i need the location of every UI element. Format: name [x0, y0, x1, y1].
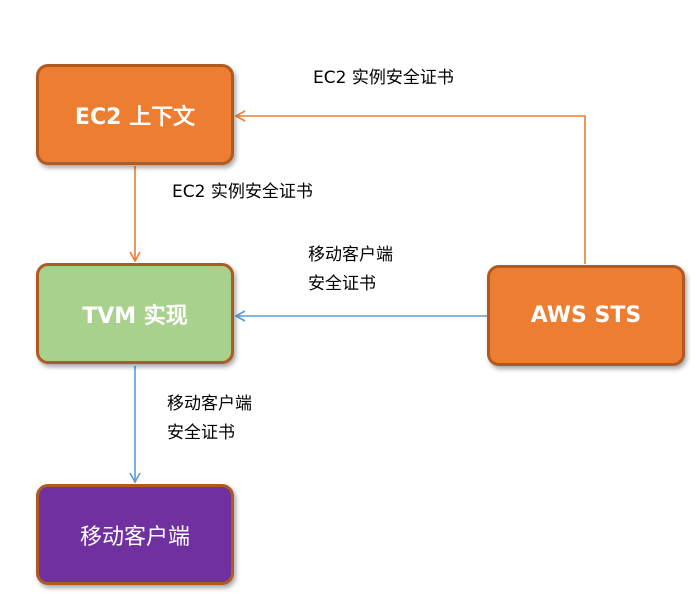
- node-ec2-context: EC2 上下文: [36, 64, 234, 165]
- edge-label-sts-to-tvm: 移动客户端 安全证书: [308, 241, 393, 299]
- node-mobile-client-label: 移动客户端: [79, 524, 190, 550]
- edge-sts-to-ec2: [234, 110, 586, 264]
- edge-label-tvm-to-mobile-line1: 移动客户端: [167, 394, 252, 414]
- edge-label-tvm-to-mobile: 移动客户端 安全证书: [167, 390, 252, 448]
- edge-label-tvm-to-mobile-line2: 安全证书: [167, 423, 235, 443]
- edge-label-sts-to-tvm-line2: 安全证书: [308, 274, 376, 294]
- node-tvm-impl: TVM 实现: [36, 263, 234, 364]
- node-aws-sts-label: AWS STS: [530, 303, 642, 328]
- node-ec2-context-label: EC2 上下文: [74, 104, 196, 130]
- edge-label-sts-to-tvm-line1: 移动客户端: [308, 245, 393, 265]
- edge-label-ec2-to-tvm-text: EC2 实例安全证书: [172, 182, 313, 202]
- node-mobile-client: 移动客户端: [36, 484, 234, 585]
- edge-label-ec2-to-tvm: EC2 实例安全证书: [172, 178, 313, 207]
- node-aws-sts: AWS STS: [487, 265, 685, 366]
- edge-label-sts-to-ec2-text: EC2 实例安全证书: [313, 68, 454, 88]
- edge-label-sts-to-ec2: EC2 实例安全证书: [313, 64, 454, 93]
- node-tvm-impl-label: TVM 实现: [82, 303, 188, 329]
